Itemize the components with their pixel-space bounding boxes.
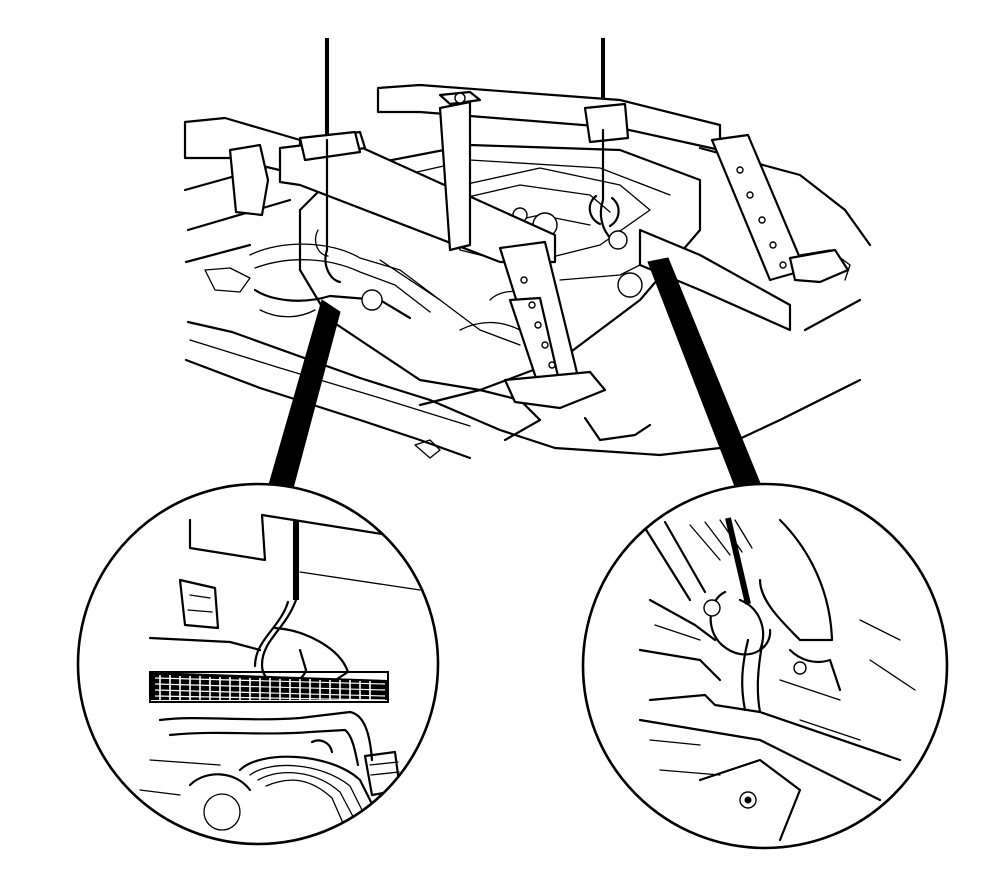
left-leg-adjustment-holes [520,276,556,369]
right-leg-adjustment-holes [736,166,787,269]
lift-fixture [183,83,850,410]
corrugated-wiring-loom [149,671,389,703]
right-lift-chain-and-hook [588,128,628,250]
left-lift-hook-detail [76,482,440,846]
callout-pointer-left [267,299,341,493]
right-lift-hook-detail [581,482,949,850]
left-lift-chain-and-hook [314,138,342,284]
